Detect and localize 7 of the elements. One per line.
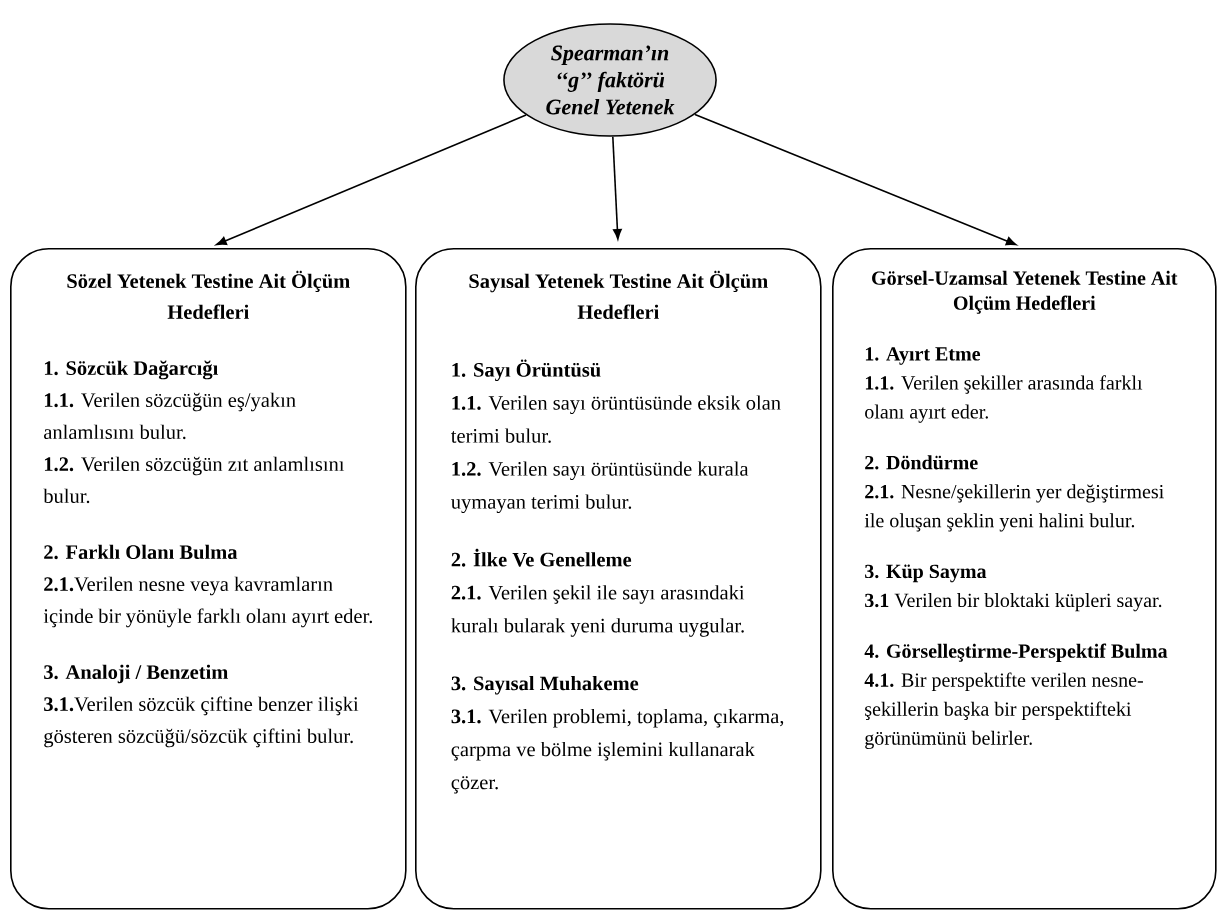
objective-box: Görsel-Uzamsal Yetenek Testine Ait Olçüm Hedefleri 1. Ayırt Etme 1.1. Verilen şekiller arasında farklı olanı ayırt eder. 2. Döndürme 2.1. Nesne/şekillerin yer değiştirmesi ile oluşan şeklin yeni halini bulur. 3. Küp Sayma 3.1 Verilen bir bloktaki küpleri sayar. 4. Görselleştirme-Perspektif Bulma 4.1. Bir perspektifte verilen nesne- şekillerin başka bir perspektifteki görünümünü belirler. <box>832 248 1217 910</box>
objective-box: Sayısal Yetenek Testine Ait Ölçüm Hedefleri 1. Sayı Örüntüsü 1.1. Verilen sayı örüntüsünde eksik olan terimi bulur. 1.2. Verilen sayı örüntüsünde kurala uymayan terimi bulur. 2. İlke Ve Genelleme 2.1. Verilen şekil ile sayı arasındaki kuralı bularak yeni duruma uygular. 3. Sayısal Muhakeme 3.1. Verilen problemi, toplama, çıkarma, çarpma ve bölme işlemini kullanarak çözer. <box>415 248 822 910</box>
arrow <box>216 114 527 246</box>
ellipse-node: Spearman’ın ‘‘g’’ faktörü Genel Yetenek <box>503 23 717 137</box>
objective-box: Sözel Yetenek Testine Ait Ölçüm Hedefleri 1. Sözcük Dağarcığı 1.1. Verilen sözcüğün eş/yakın anlamlısını bulur. 1.2. Verilen sözcüğün zıt anlamlısını bulur. 2. Farklı Olanı Bulma 2.1.Verilen nesne veya kavramların içinde bir yönüyle farklı olanı ayırt eder. 3. Analoji / Benzetim 3.1.Verilen sözcük çiftine benzer ilişki gösteren sözcüğü/sözcük çiftini bulur. <box>10 248 407 910</box>
arrow <box>612 135 622 240</box>
arrow <box>694 113 1017 246</box>
